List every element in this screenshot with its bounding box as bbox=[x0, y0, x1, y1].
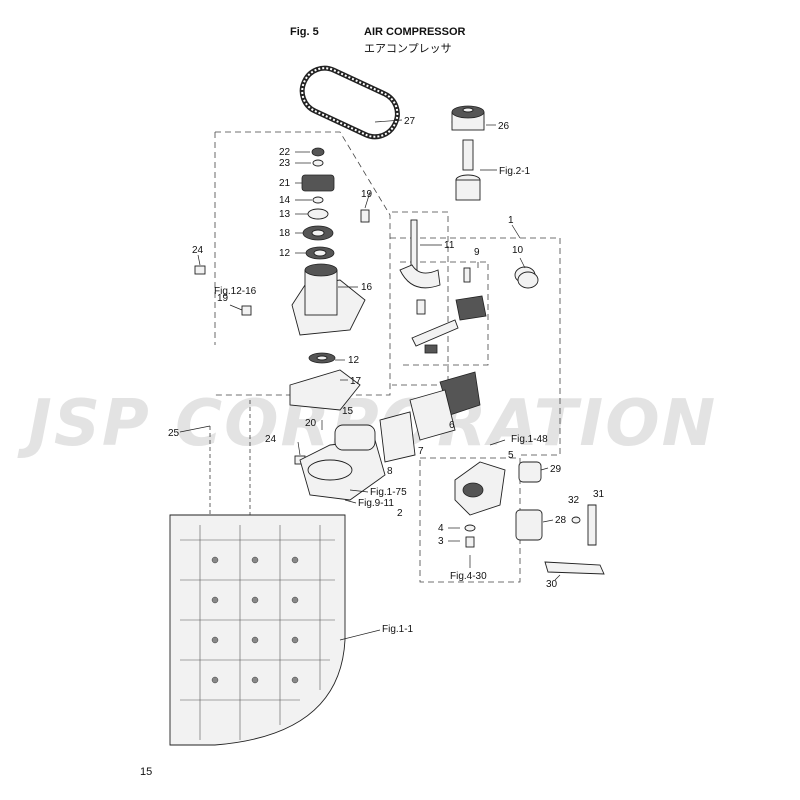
callout-20: 20 bbox=[305, 418, 317, 429]
ref-fig-12-16: Fig.12-16 bbox=[214, 286, 257, 297]
ref-fig-4-30: Fig.4-30 bbox=[450, 571, 487, 582]
callout-21: 21 bbox=[279, 178, 291, 189]
piston-group bbox=[411, 266, 539, 354]
callout-24-lower: 24 bbox=[265, 434, 277, 445]
callout-8: 8 bbox=[387, 466, 393, 477]
callout-4: 4 bbox=[438, 523, 444, 534]
pulley-part-26 bbox=[451, 105, 485, 131]
callout-28: 28 bbox=[555, 515, 567, 526]
callout-1: 1 bbox=[508, 215, 514, 226]
callout-31: 31 bbox=[593, 489, 605, 500]
callout-6: 6 bbox=[449, 420, 455, 431]
callout-labels: 27 26 22 23 21 14 13 18 12 19 24 19 16 1… bbox=[168, 116, 605, 590]
callout-2: 2 bbox=[397, 508, 403, 519]
callout-19-upper: 19 bbox=[361, 189, 373, 200]
compressor-body-part-15 bbox=[299, 424, 386, 501]
callout-30: 30 bbox=[546, 579, 558, 590]
crank-shaft-part-11 bbox=[399, 219, 441, 315]
figure-title: AIR COMPRESSOR bbox=[364, 26, 466, 38]
leader-lines bbox=[179, 119, 561, 641]
callout-13: 13 bbox=[279, 209, 291, 220]
figure-references: Fig.2-1 Fig.12-16 Fig.1-48 Fig.1-75 Fig.… bbox=[214, 166, 548, 635]
callout-3: 3 bbox=[438, 536, 444, 547]
figure-title-japanese: エアコンプレッサ bbox=[364, 43, 452, 55]
figure-number: Fig. 5 bbox=[290, 26, 319, 38]
drive-shaft bbox=[455, 139, 481, 201]
ref-fig-1-1: Fig.1-1 bbox=[382, 624, 414, 635]
callout-27: 27 bbox=[404, 116, 416, 127]
callout-25: 25 bbox=[168, 428, 180, 439]
callout-23: 23 bbox=[279, 158, 291, 169]
callout-32: 32 bbox=[568, 495, 580, 506]
callout-29: 29 bbox=[550, 464, 562, 475]
callout-9: 9 bbox=[474, 247, 480, 258]
callout-22: 22 bbox=[279, 147, 291, 158]
filter-group bbox=[454, 461, 605, 575]
timing-belt-part-27 bbox=[299, 65, 400, 140]
page-number: 15 bbox=[140, 766, 153, 778]
ref-fig-9-11: Fig.9-11 bbox=[358, 498, 394, 509]
callout-12-upper: 12 bbox=[279, 248, 291, 259]
callout-16: 16 bbox=[361, 282, 373, 293]
callout-10: 10 bbox=[512, 245, 524, 256]
callout-12-lower: 12 bbox=[348, 355, 360, 366]
callout-7: 7 bbox=[418, 446, 424, 457]
engine-block bbox=[169, 514, 346, 746]
callout-18: 18 bbox=[279, 228, 291, 239]
compressor-housing-part-16 bbox=[291, 263, 366, 336]
callout-17: 17 bbox=[350, 376, 362, 387]
callout-5: 5 bbox=[508, 450, 514, 461]
cylinder-head-parts bbox=[379, 371, 481, 463]
ref-fig-1-48: Fig.1-48 bbox=[511, 434, 548, 445]
gear-stack bbox=[301, 147, 335, 260]
callout-11: 11 bbox=[444, 240, 455, 251]
callout-14: 14 bbox=[279, 195, 291, 206]
callout-15: 15 bbox=[342, 406, 354, 417]
assembly-outlines bbox=[214, 131, 561, 583]
ref-fig-2-1: Fig.2-1 bbox=[499, 166, 531, 177]
callout-19-lower: 19 bbox=[217, 293, 229, 304]
callout-24-upper: 24 bbox=[192, 245, 204, 256]
callout-26: 26 bbox=[498, 121, 510, 132]
ref-fig-1-75: Fig.1-75 bbox=[370, 487, 407, 498]
